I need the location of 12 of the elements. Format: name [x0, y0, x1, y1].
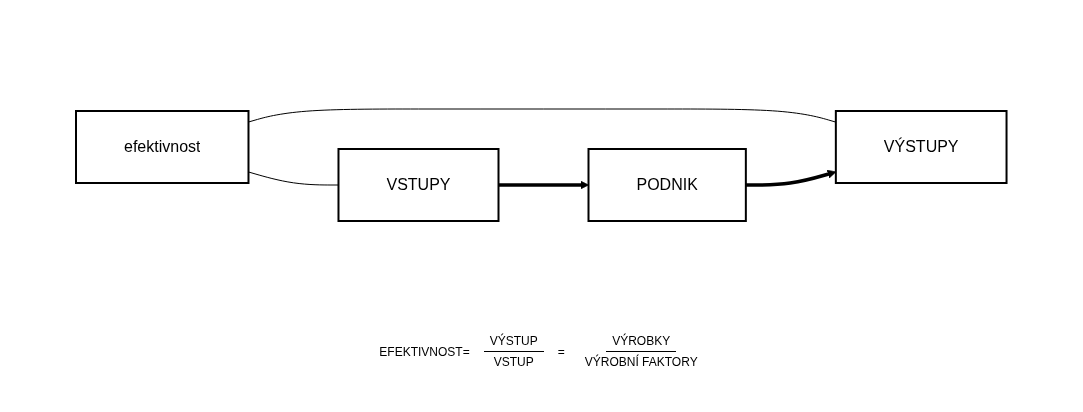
formula-text: = [557, 344, 565, 359]
node-box: efektivnost [75, 110, 250, 184]
node-box: VSTUPY [337, 148, 500, 222]
formula-text: EFEKTIVNOST= [379, 344, 470, 359]
arrow [746, 169, 837, 187]
connector [248, 108, 837, 123]
formula-text: VÝROBKY [606, 334, 677, 352]
node-box: PODNIK [587, 148, 748, 222]
node-box: VÝSTUPY [835, 110, 1008, 184]
formula-text: VSTUP [492, 354, 535, 369]
formula-text: VÝROBNÍ FAKTORY [583, 353, 699, 369]
formula-text: VÝSTUP [483, 334, 544, 352]
